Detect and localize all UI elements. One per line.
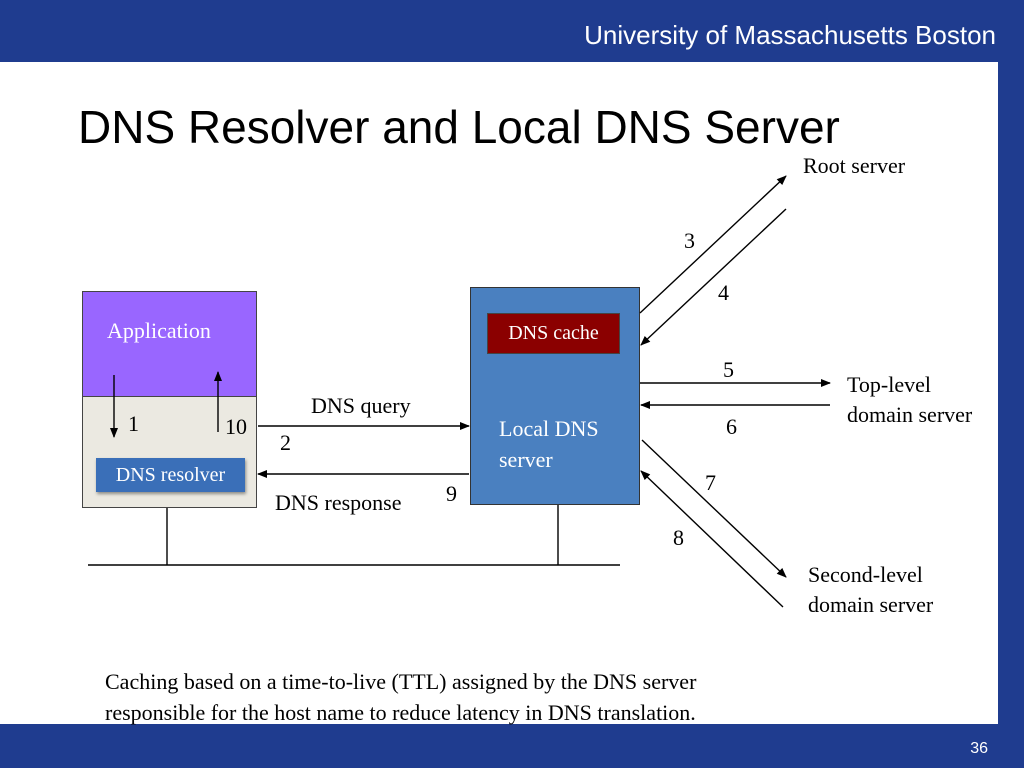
tld-line-1: Top-level bbox=[847, 372, 931, 397]
page-number: 36 bbox=[970, 740, 988, 757]
caption-line-1: Caching based on a time-to-live (TTL) as… bbox=[105, 669, 697, 694]
arrow-step-8 bbox=[640, 470, 784, 608]
step-label-9: 9 bbox=[446, 481, 457, 506]
top-level-server-label: Top-level domain server bbox=[847, 370, 972, 430]
step-label-7: 7 bbox=[705, 470, 716, 495]
caption-line-2: responsible for the host name to reduce … bbox=[105, 700, 696, 725]
dns-cache-box: DNS cache bbox=[487, 313, 620, 354]
dns-resolver-box: DNS resolver bbox=[96, 458, 245, 492]
step-label-6: 6 bbox=[726, 414, 737, 439]
sld-line-1: Second-level bbox=[808, 562, 923, 587]
step-label-1: 1 bbox=[128, 411, 139, 436]
dns-query-label: DNS query bbox=[311, 393, 411, 418]
step-label-8: 8 bbox=[673, 525, 684, 550]
step-label-4: 4 bbox=[718, 280, 729, 305]
application-box bbox=[82, 291, 257, 397]
step-label-3: 3 bbox=[684, 228, 695, 253]
arrow-step-4 bbox=[640, 208, 787, 346]
slide-title: DNS Resolver and Local DNS Server bbox=[78, 101, 840, 153]
sld-line-2: domain server bbox=[808, 592, 934, 617]
tld-line-2: domain server bbox=[847, 402, 973, 427]
institution-header: University of Massachusetts Boston bbox=[584, 20, 996, 50]
application-label: Application bbox=[107, 318, 211, 343]
arrow-step-7 bbox=[641, 439, 787, 578]
step-label-10: 10 bbox=[225, 414, 247, 439]
local-dns-server-label: Local DNS server bbox=[499, 416, 599, 472]
arrow-step-3 bbox=[639, 175, 787, 314]
caption-text: Caching based on a time-to-live (TTL) as… bbox=[105, 666, 696, 728]
root-server-label: Root server bbox=[803, 153, 906, 178]
dns-response-label: DNS response bbox=[275, 490, 402, 515]
step-label-2: 2 bbox=[280, 430, 291, 455]
step-label-5: 5 bbox=[723, 357, 734, 382]
second-level-server-label: Second-level domain server bbox=[808, 560, 933, 620]
